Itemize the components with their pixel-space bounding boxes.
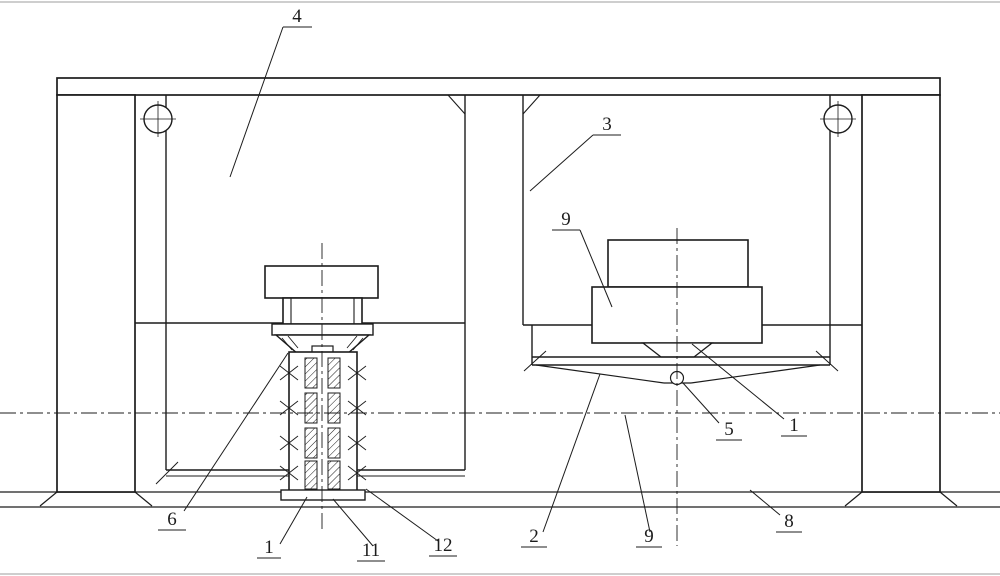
top-beam xyxy=(56,77,941,96)
leader-1-left xyxy=(257,496,308,559)
right-assembly xyxy=(523,239,839,386)
main-frame xyxy=(39,77,958,507)
left-assembly xyxy=(264,265,379,501)
centerlines xyxy=(0,228,1000,546)
label-1-left: 1 xyxy=(264,537,274,558)
left-pillar xyxy=(56,94,136,493)
support-bar xyxy=(523,350,839,372)
brush-bottom-cap xyxy=(280,489,366,501)
label-3: 3 xyxy=(602,114,612,135)
label-12: 12 xyxy=(434,535,453,556)
collar-ticks xyxy=(281,335,364,351)
label-9-lower: 9 xyxy=(644,526,654,547)
right-pillar xyxy=(861,94,941,493)
ground-rails xyxy=(0,491,1000,508)
left-mount-plate xyxy=(271,323,374,336)
left-neck-block xyxy=(282,297,363,325)
leader-6 xyxy=(158,352,289,531)
leader-11 xyxy=(332,498,385,562)
left-motor-block xyxy=(264,265,379,299)
label-5: 5 xyxy=(724,419,734,440)
leader-5 xyxy=(682,382,742,441)
leader-3 xyxy=(529,134,621,192)
brush-body xyxy=(288,351,358,493)
labels: 4 3 9 6 1 11 12 2 9 5 1 8 xyxy=(167,6,799,561)
right-top-block xyxy=(607,239,749,288)
leader-lines xyxy=(158,26,807,562)
pillar-feet xyxy=(39,491,958,507)
gusset-left xyxy=(447,94,466,115)
label-1-right: 1 xyxy=(789,415,799,436)
label-2: 2 xyxy=(529,526,539,547)
label-9-upper: 9 xyxy=(561,209,571,230)
gusset-right xyxy=(522,94,541,115)
leader-1-right xyxy=(691,343,807,437)
label-4: 4 xyxy=(292,6,302,27)
leader-9-upper xyxy=(552,229,613,308)
right-funnel xyxy=(641,342,714,358)
leader-4 xyxy=(229,26,312,178)
label-8: 8 xyxy=(784,511,794,532)
leader-12 xyxy=(365,488,457,557)
inner-frame xyxy=(135,94,862,470)
label-6: 6 xyxy=(167,509,177,530)
label-11: 11 xyxy=(362,540,380,561)
pivot-bolt-right xyxy=(820,101,856,137)
leader-9-lower xyxy=(624,414,662,548)
leader-2 xyxy=(521,373,601,548)
pivot-bolt-left xyxy=(140,101,176,137)
brush-elements xyxy=(304,357,341,490)
leader-8 xyxy=(749,489,802,533)
